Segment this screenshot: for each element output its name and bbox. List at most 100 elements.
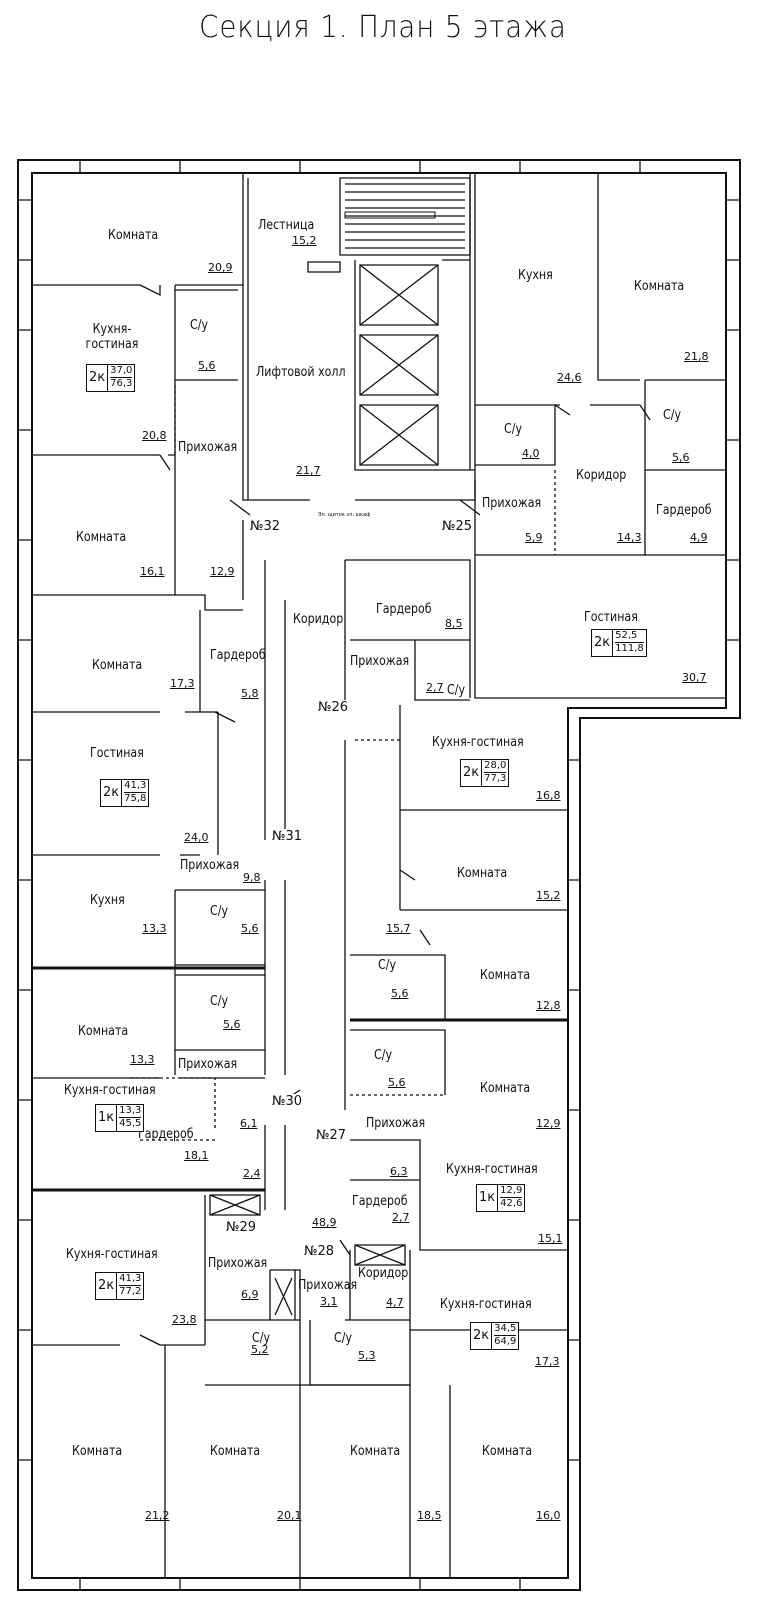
room-area: 18,5 <box>417 1509 442 1522</box>
apartment-living-area: 28,0 <box>484 760 507 773</box>
apartment-rooms: 2к <box>87 365 109 391</box>
apartment-rooms: 1к <box>477 1185 499 1211</box>
room-area: 15,7 <box>386 922 411 935</box>
room-label: С/у <box>504 422 522 437</box>
apartment-living-area: 12,9 <box>500 1185 523 1198</box>
apartment-living-area: 41,3 <box>119 1273 142 1286</box>
room-label: Прихожая <box>366 1116 426 1131</box>
room-label: С/у <box>378 958 396 973</box>
room-area: 16,1 <box>140 565 165 578</box>
room-label: Лестница <box>258 218 315 233</box>
room-area: 20,8 <box>142 429 167 442</box>
apartment-number: №29 <box>226 1220 257 1235</box>
room-label: С/у <box>447 683 465 698</box>
room-area: 9,8 <box>243 871 261 884</box>
plan-title: Секция 1. План 5 этажа <box>199 10 567 45</box>
room-area: 12,8 <box>536 999 561 1012</box>
room-area: 12,9 <box>536 1117 561 1130</box>
room-label: Комната <box>76 530 127 545</box>
apartment-rooms: 2к <box>471 1323 493 1349</box>
room-label: С/у <box>252 1331 270 1346</box>
apartment-number: №31 <box>272 829 303 844</box>
room-area: 6,1 <box>240 1117 258 1130</box>
apartment-number: №32 <box>250 519 281 534</box>
apartment-number: №27 <box>316 1128 347 1143</box>
room-area: 21,8 <box>684 350 709 363</box>
room-label: Прихожая <box>298 1278 358 1293</box>
room-label: Кухня-гостиная <box>432 735 524 750</box>
room-area: 4,0 <box>522 447 540 460</box>
apartment-total-area: 111,8 <box>615 643 644 654</box>
room-label: Прихожая <box>178 440 238 455</box>
room-label: Лифтовой холл <box>256 365 346 380</box>
apartment-number: №30 <box>272 1094 303 1109</box>
room-label: Комната <box>457 866 508 881</box>
apartment-number: №28 <box>304 1244 335 1259</box>
apartment-total-area: 42,6 <box>500 1198 523 1209</box>
room-area: 13,3 <box>130 1053 155 1066</box>
room-label: Гардероб <box>656 503 712 518</box>
apartment-living-area: 41,3 <box>124 780 147 793</box>
apartment-living-area: 34,5 <box>494 1323 517 1336</box>
room-area: 20,9 <box>208 261 233 274</box>
room-area: 5,6 <box>198 359 216 372</box>
room-label: Кухня-гостиная <box>440 1297 532 1312</box>
room-area: 16,8 <box>536 789 561 802</box>
room-area: 12,9 <box>210 565 235 578</box>
room-area: 15,2 <box>292 234 317 247</box>
apartment-total-area: 75,8 <box>124 793 147 804</box>
room-area: 5,6 <box>223 1018 241 1031</box>
room-label: С/у <box>663 408 681 423</box>
room-area: 30,7 <box>682 671 707 684</box>
apartment-total-area: 77,3 <box>484 773 507 784</box>
room-area: 13,3 <box>142 922 167 935</box>
room-label: Прихожая <box>178 1057 238 1072</box>
room-area: 3,1 <box>320 1295 338 1308</box>
room-label: Коридор <box>576 468 627 483</box>
room-label: Комната <box>92 658 143 673</box>
room-label: Кухня-гостиная <box>446 1162 538 1177</box>
room-label: С/у <box>334 1331 352 1346</box>
room-area: 5,6 <box>391 987 409 1000</box>
room-area: 20,1 <box>277 1509 302 1522</box>
room-area: 5,3 <box>358 1349 376 1362</box>
room-label: Кухня <box>518 268 553 283</box>
room-area: 4,9 <box>690 531 708 544</box>
room-area: 24,0 <box>184 831 209 844</box>
room-label: Комната <box>350 1444 401 1459</box>
room-area: 15,1 <box>538 1232 563 1245</box>
room-area: 21,2 <box>145 1509 170 1522</box>
apartment-rooms: 2к <box>592 630 614 656</box>
apartment-living-area: 52,5 <box>615 630 644 643</box>
room-label: Комната <box>482 1444 533 1459</box>
room-label: Комната <box>108 228 159 243</box>
room-area: 2,7 <box>426 681 444 694</box>
room-label: Комната <box>480 968 531 983</box>
room-area: 5,8 <box>241 687 259 700</box>
apartment-number: №26 <box>318 700 349 715</box>
room-area: 18,1 <box>184 1149 209 1162</box>
apartment-total-area: 76,3 <box>110 378 133 389</box>
apartment-living-area: 13,3 <box>119 1105 142 1118</box>
room-label: С/у <box>190 318 208 333</box>
room-area: 6,3 <box>390 1165 408 1178</box>
room-area: 5,6 <box>388 1076 406 1089</box>
apartment-number: №25 <box>442 519 473 534</box>
room-label: Гостиная <box>90 746 144 761</box>
room-label: Прихожая <box>180 858 240 873</box>
room-label: Гардероб <box>138 1127 194 1142</box>
room-label: Кухня-гостиная <box>66 1247 158 1262</box>
room-label: Гардероб <box>376 602 432 617</box>
room-label: Гостиная <box>584 610 638 625</box>
room-label: Гардероб <box>210 648 266 663</box>
room-label: Коридор <box>293 612 344 627</box>
room-label: Гардероб <box>352 1194 408 1209</box>
